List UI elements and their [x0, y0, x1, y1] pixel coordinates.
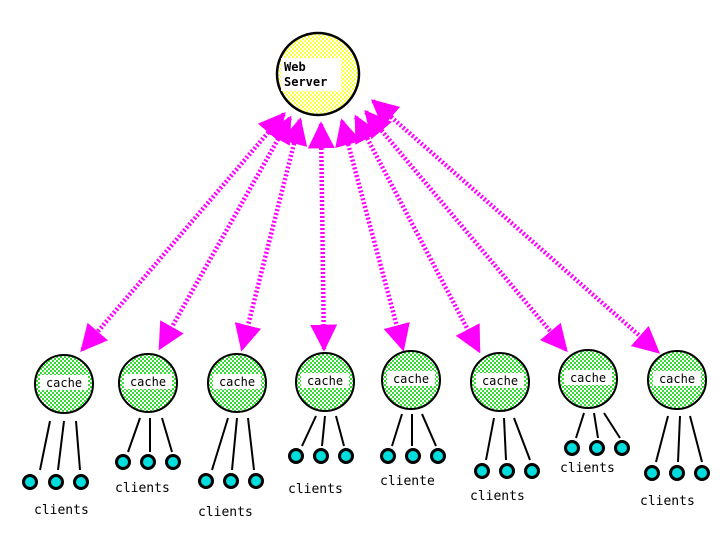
client-link-3-1: [211, 417, 229, 471]
client-link-1-3: [75, 420, 81, 471]
client-dot-icon: [115, 454, 131, 470]
client-link-4-3: [335, 415, 345, 447]
cache-label-box: [476, 373, 524, 388]
client-dot-icon: [669, 465, 685, 481]
client-dot-icon: [694, 465, 710, 481]
client-link-3-3: [247, 417, 255, 471]
clients-label: clients: [34, 503, 89, 518]
client-dot-icon: [165, 454, 181, 470]
client-link-4-2: [321, 415, 326, 447]
client-link-5-3: [421, 413, 437, 447]
client-link-6-1: [485, 417, 495, 461]
client-link-2-3: [161, 417, 173, 453]
client-dot-icon: [248, 473, 264, 489]
caches-layer: cacheclientscacheclientscacheclientscach…: [22, 349, 710, 520]
server-label-line2: Server: [284, 75, 327, 89]
client-dot-icon: [524, 463, 540, 479]
client-dot-icon: [288, 448, 304, 464]
cache-label-box: [653, 371, 701, 386]
cache-group-3: cache clients: [198, 353, 267, 520]
cache-label: cache: [570, 371, 606, 385]
client-dot-icon: [499, 463, 515, 479]
client-dot-icon: [48, 474, 64, 490]
client-link-8-1: [655, 415, 669, 463]
client-dot-icon: [430, 448, 446, 464]
cache-label-box: [301, 373, 349, 388]
client-link-7-1: [575, 412, 585, 439]
cache-label: cache: [659, 372, 695, 386]
arrow-server-cache-8: [370, 99, 661, 354]
clients-label: clients: [640, 494, 695, 509]
client-link-1-2: [57, 420, 65, 471]
arrow-server-cache-5: [335, 118, 410, 352]
arrow-server-cache-4: [307, 121, 338, 352]
client-dot-icon: [338, 448, 354, 464]
client-link-4-1: [301, 415, 317, 447]
client-dot-icon: [380, 448, 396, 464]
client-link-5-1: [391, 413, 403, 447]
cache-group-8: cache clients: [640, 350, 710, 509]
clients-label: clients: [560, 461, 615, 476]
client-link-8-2: [677, 415, 681, 463]
client-dot-icon: [198, 473, 214, 489]
client-link-1-1: [39, 420, 51, 471]
client-link-8-3: [689, 415, 703, 463]
cache-label: cache: [46, 376, 82, 390]
cache-group-7: cache clients: [558, 349, 630, 476]
cache-label: cache: [219, 375, 255, 389]
client-link-6-2: [503, 417, 507, 461]
cache-group-1: cache clients: [22, 354, 94, 518]
arrow-server-cache-1: [80, 111, 286, 353]
server-label-box: [281, 58, 341, 91]
client-dot-icon: [474, 463, 490, 479]
client-dot-icon: [22, 474, 38, 490]
web-server-node: Web Server: [275, 31, 361, 117]
cache-label-box: [213, 374, 261, 389]
arrow-server-cache-3: [234, 117, 308, 352]
clients-label: clients: [470, 489, 525, 504]
cache-group-4: cache clients: [288, 352, 355, 497]
clients-label: clients: [198, 505, 253, 520]
client-dot-icon: [614, 440, 630, 456]
client-dot-icon: [589, 440, 605, 456]
cache-label-box: [40, 375, 88, 390]
clients-label: cliente: [380, 474, 435, 489]
arrows-layer: [80, 99, 661, 354]
cache-group-6: cache clients: [470, 352, 540, 504]
client-link-7-2: [593, 412, 599, 439]
client-link-3-2: [231, 417, 238, 471]
cache-group-2: cache clients: [115, 353, 181, 496]
cache-group-5: cache cliente: [380, 350, 446, 489]
cache-label: cache: [130, 375, 166, 389]
client-dot-icon: [73, 474, 89, 490]
clients-label: clients: [288, 482, 343, 497]
client-dot-icon: [564, 440, 580, 456]
client-dot-icon: [223, 473, 239, 489]
client-dot-icon: [644, 465, 660, 481]
client-link-6-3: [513, 417, 531, 461]
client-dot-icon: [405, 448, 421, 464]
client-dot-icon: [140, 454, 156, 470]
server-label-line1: Web: [284, 60, 306, 74]
cache-label: cache: [393, 372, 429, 386]
client-link-7-3: [603, 412, 621, 439]
cache-label-box: [564, 370, 612, 385]
cache-label: cache: [482, 374, 518, 388]
cache-label-box: [387, 371, 435, 386]
cache-label-box: [124, 374, 172, 389]
cache-label: cache: [307, 374, 343, 388]
client-dot-icon: [313, 448, 329, 464]
clients-label: clients: [115, 481, 170, 496]
client-link-2-1: [127, 417, 141, 453]
